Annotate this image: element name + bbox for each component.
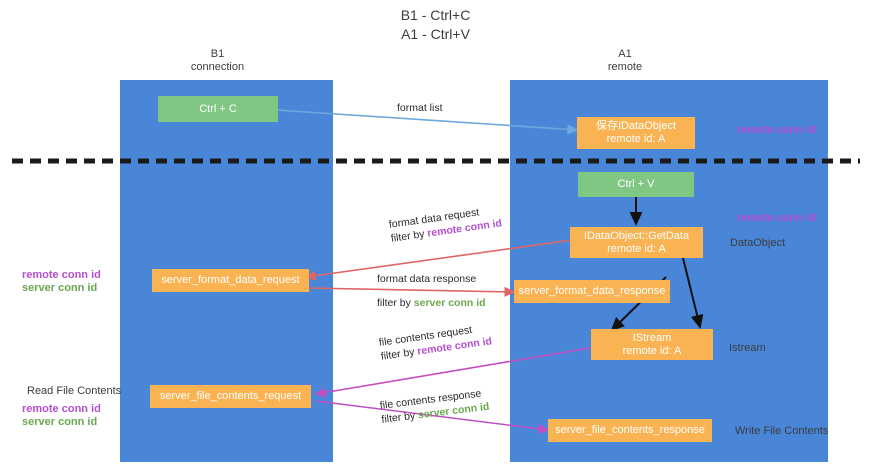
node-ctrl-v-label: Ctrl + V <box>617 178 655 190</box>
node-server-file-contents-response[interactable]: server_file_contents_response <box>548 419 712 442</box>
margin-istream: Istream <box>729 342 766 354</box>
node-save-idataobject-line1: 保存IDataObject <box>595 120 677 132</box>
margin-left-remote-conn-id-2: remote conn id <box>22 403 101 415</box>
node-getdata-line2: remote id: A <box>607 242 666 255</box>
node-ctrl-c[interactable]: Ctrl + C <box>158 96 278 122</box>
node-getdata-line1: IDataObject::GetData <box>583 229 690 242</box>
node-ctrl-c-label: Ctrl + C <box>199 102 237 115</box>
node-save-idataobject-line2: remote id: A <box>606 133 666 145</box>
margin-remote-conn-id-top: remote conn id <box>737 124 816 136</box>
node-idataobject-getdata[interactable]: IDataObject::GetData remote id: A <box>570 227 703 258</box>
node-ctrl-v[interactable]: Ctrl + V <box>578 172 694 197</box>
node-server-format-data-request-label: server_format_data_request <box>161 274 300 286</box>
edge-label-format-data-response: format data response filter by server co… <box>377 272 486 310</box>
edge-label-format-data-response-prefix: filter by <box>377 297 414 309</box>
margin-left-server-conn-id: server conn id <box>22 282 98 294</box>
node-server-format-data-response[interactable]: server_format_data_response <box>514 280 670 303</box>
node-istream-line2: remote id: A <box>622 344 682 357</box>
node-istream[interactable]: IStream remote id: A <box>591 329 713 360</box>
node-server-file-contents-request-label: server_file_contents_request <box>159 390 302 402</box>
margin-left-server-conn-id-2: server conn id <box>22 416 98 428</box>
margin-read-file-contents: Read File Contents <box>27 385 122 397</box>
margin-write-file-contents: Write File Contents <box>735 425 829 437</box>
edge-label-format-data-response-key: server conn id <box>413 297 486 309</box>
edge-label-format-list: format list <box>397 102 443 114</box>
node-server-format-data-response-label: server_format_data_response <box>518 285 666 297</box>
node-istream-line1: IStream <box>632 331 672 344</box>
margin-remote-conn-id-mid: remote conn id <box>737 212 816 224</box>
margin-dataobject: DataObject <box>730 237 786 249</box>
margin-left-remote-conn-id: remote conn id <box>22 269 101 281</box>
edge-label-format-data-response-line1: format data response <box>377 273 477 285</box>
node-server-file-contents-request[interactable]: server_file_contents_request <box>150 385 311 408</box>
node-server-file-contents-response-label: server_file_contents_response <box>555 424 705 436</box>
lane-header-b1: B1 connection <box>190 48 245 73</box>
lane-header-a1: A1 remote <box>607 48 643 73</box>
page-title: B1 - Ctrl+C A1 - Ctrl+V <box>400 7 471 42</box>
node-server-format-data-request[interactable]: server_format_data_request <box>152 269 309 292</box>
node-save-idataobject[interactable]: 保存IDataObject remote id: A <box>577 117 695 149</box>
